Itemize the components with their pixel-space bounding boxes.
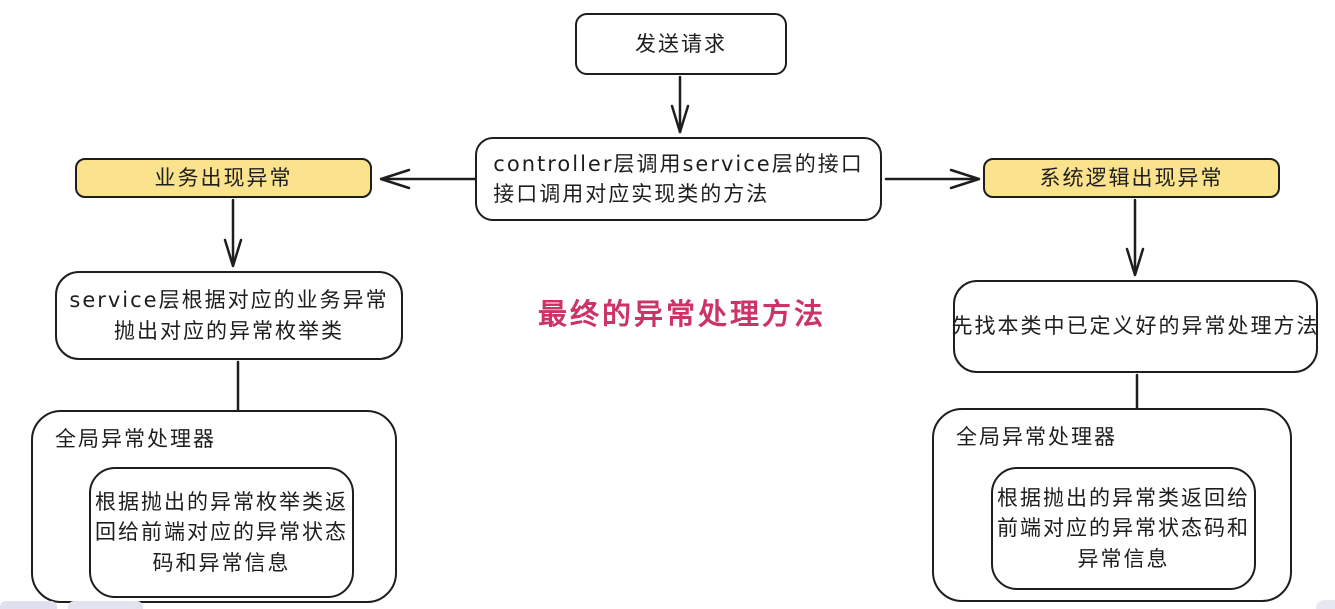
node-global-right-body: 根据抛出的异常类返回给 前端对应的异常状态码和 异常信息 xyxy=(991,467,1256,590)
node-global-left-body: 根据抛出的异常枚举类返 回给前端对应的异常状态 码和异常信息 xyxy=(89,467,354,598)
node-business-exception-label: 业务出现异常 xyxy=(154,165,293,190)
node-service-throw-line-1: service层根据对应的业务异常 xyxy=(69,288,389,313)
group-global-handler-right: 全局异常处理器 根据抛出的异常类返回给 前端对应的异常状态码和 异常信息 xyxy=(932,408,1292,602)
node-send-request-label: 发送请求 xyxy=(635,31,727,56)
node-system-exception-label: 系统逻辑出现异常 xyxy=(1039,165,1224,190)
node-controller-call-text: controller层调用service层的接口 接口调用对应实现类的方法 xyxy=(493,149,863,210)
node-global-left-body-line-1: 根据抛出的异常枚举类返 xyxy=(95,489,348,514)
arrow-controller-to-system-exception xyxy=(884,168,981,190)
node-controller-line-1: controller层调用service层的接口 xyxy=(493,151,864,176)
node-find-local-handler-label: 先找本类中已定义好的异常处理方法 xyxy=(951,314,1320,339)
node-global-right-body-line-2: 前端对应的异常状态码和 xyxy=(997,516,1250,541)
arrow-controller-to-business-exception xyxy=(379,168,479,190)
node-service-throw: service层根据对应的业务异常 抛出对应的异常枚举类 xyxy=(55,271,403,360)
node-global-right-body-line-1: 根据抛出的异常类返回给 xyxy=(997,485,1250,510)
bottom-edge-artifact-1 xyxy=(0,601,57,609)
group-global-handler-right-label: 全局异常处理器 xyxy=(956,425,1117,449)
node-global-left-body-line-2: 回给前端对应的异常状态 xyxy=(95,520,348,545)
node-service-throw-line-2: 抛出对应的异常枚举类 xyxy=(114,318,344,343)
node-global-left-body-line-3: 码和异常信息 xyxy=(152,550,291,575)
arrow-system-to-find-local xyxy=(1125,198,1145,277)
node-find-local-handler: 先找本类中已定义好的异常处理方法 xyxy=(951,280,1320,373)
node-business-exception: 业务出现异常 xyxy=(75,158,372,198)
bottom-edge-artifact-2 xyxy=(68,601,143,609)
node-global-right-body-line-3: 异常信息 xyxy=(1077,546,1170,571)
arrow-request-to-controller xyxy=(670,75,690,134)
node-system-exception: 系统逻辑出现异常 xyxy=(983,158,1280,198)
bottom-edge-artifact-3 xyxy=(1316,600,1335,609)
group-global-handler-left-label: 全局异常处理器 xyxy=(55,427,216,451)
node-controller-call: controller层调用service层的接口 接口调用对应实现类的方法 xyxy=(475,137,882,221)
node-send-request: 发送请求 xyxy=(575,13,787,75)
arrow-business-to-service-throw xyxy=(223,198,243,268)
group-global-handler-left: 全局异常处理器 根据抛出的异常枚举类返 回给前端对应的异常状态 码和异常信息 xyxy=(31,410,397,603)
final-handling-note: 最终的异常处理方法 xyxy=(538,297,827,331)
node-controller-line-2: 接口调用对应实现类的方法 xyxy=(493,182,770,206)
